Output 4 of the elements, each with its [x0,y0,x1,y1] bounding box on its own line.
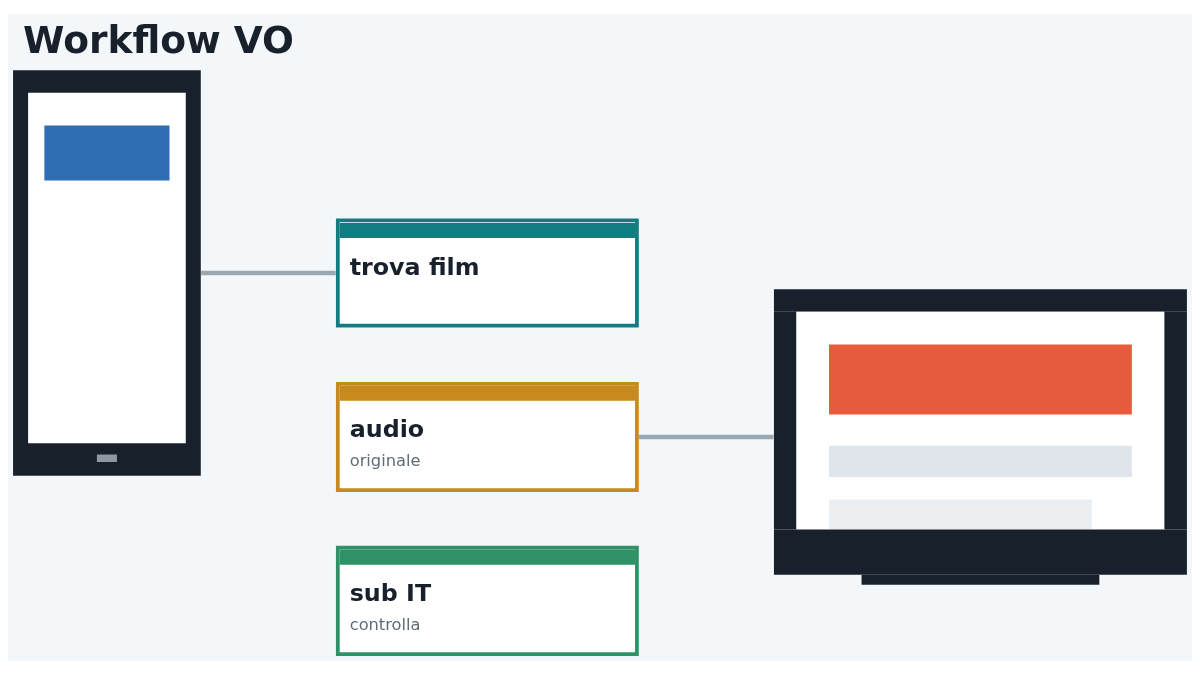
connector [201,270,336,276]
connector [638,434,774,440]
node-picture [13,70,201,476]
diagram-title: Workflow VO [23,17,295,62]
